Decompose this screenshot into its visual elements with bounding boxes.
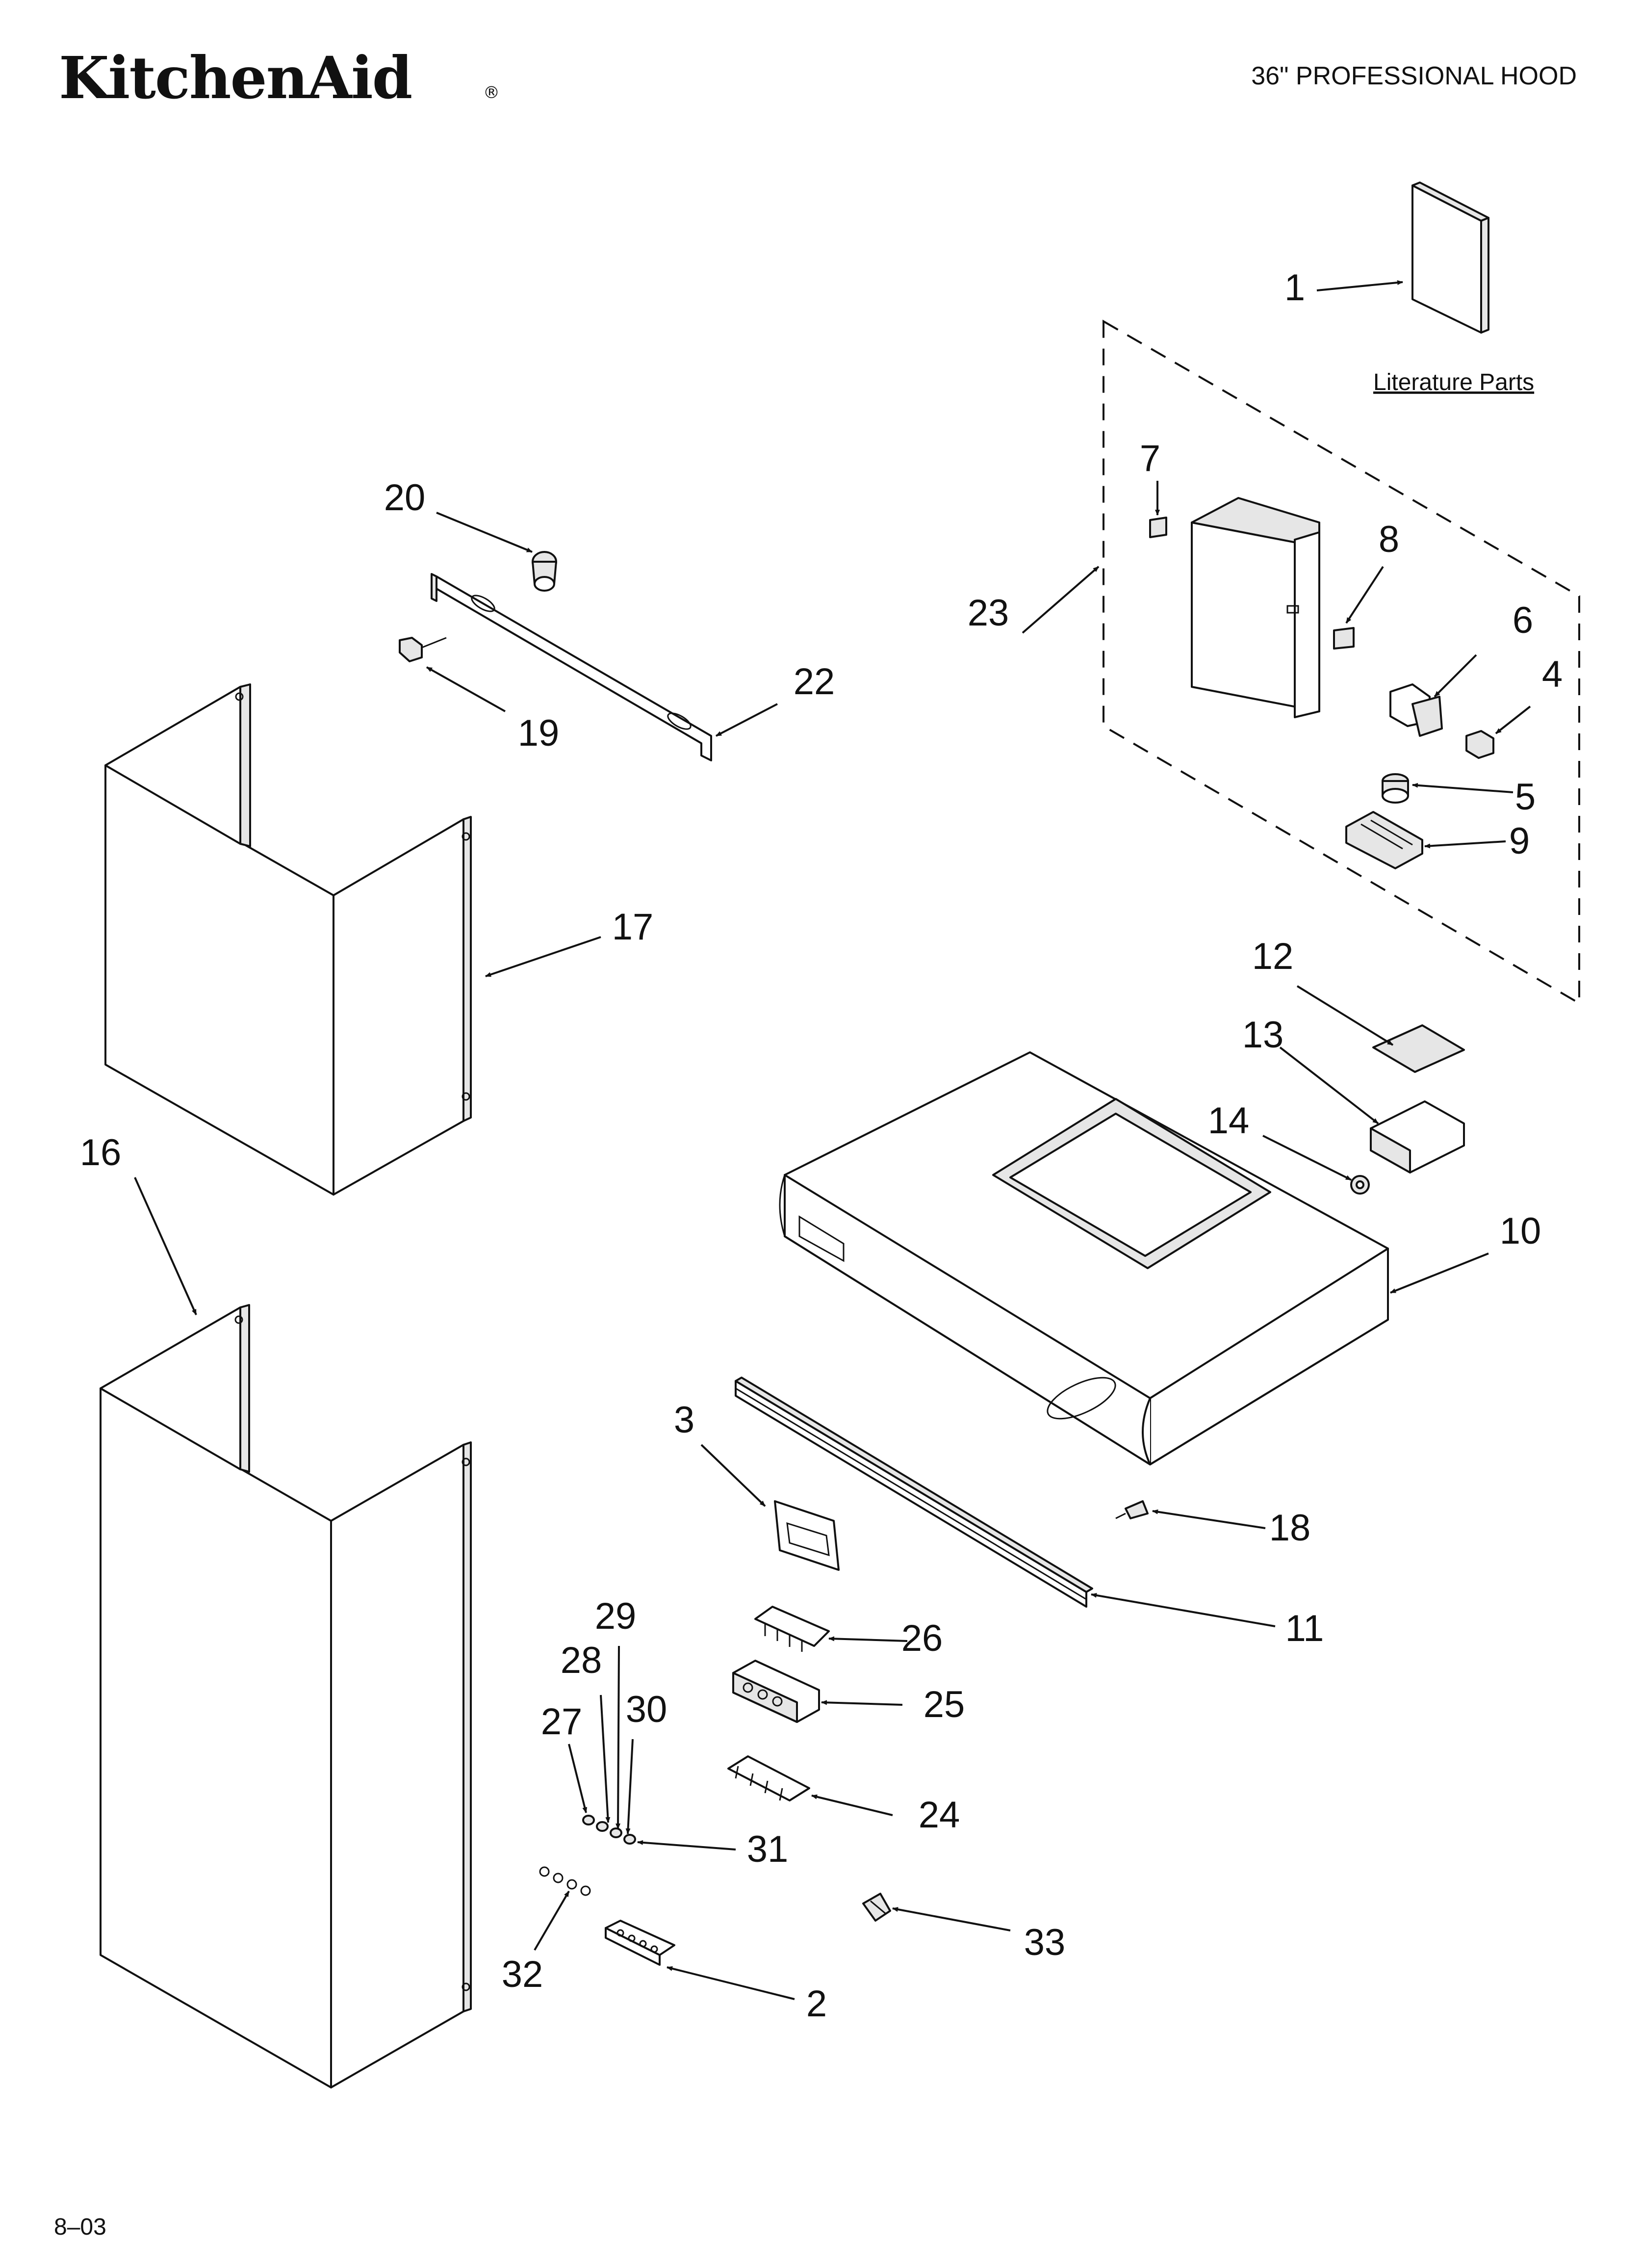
callout-11: 11 bbox=[1285, 1608, 1324, 1649]
part-kit-cover bbox=[1191, 497, 1320, 718]
part-22-bracket bbox=[431, 573, 712, 761]
part-3-bezel bbox=[774, 1500, 840, 1571]
part-16-lower-chimney bbox=[100, 1304, 472, 2088]
callout-17: 17 bbox=[612, 906, 654, 948]
page-title: 36" PROFESSIONAL HOOD bbox=[1251, 62, 1577, 90]
part-33-connector bbox=[862, 1893, 891, 1922]
part-24-bracket bbox=[727, 1755, 810, 1801]
part-13-box bbox=[1370, 1100, 1465, 1173]
part-14-nut bbox=[1350, 1175, 1370, 1195]
callout-23: 23 bbox=[968, 592, 1009, 634]
callout-4: 4 bbox=[1542, 653, 1563, 695]
callout-33: 33 bbox=[1024, 1922, 1066, 1963]
part-19-screw bbox=[399, 637, 447, 662]
footer-code: 8–03 bbox=[54, 2214, 106, 2240]
callout-26: 26 bbox=[901, 1617, 943, 1659]
callout-10: 10 bbox=[1500, 1210, 1541, 1252]
part-12-panel bbox=[1372, 1024, 1465, 1073]
brand-registered-mark: ® bbox=[483, 83, 500, 103]
callout-9: 9 bbox=[1509, 820, 1530, 862]
part-4-knob bbox=[1465, 730, 1494, 759]
callout-6: 6 bbox=[1513, 600, 1533, 641]
callout-12: 12 bbox=[1252, 936, 1294, 977]
callout-24: 24 bbox=[919, 1794, 960, 1836]
callout-22: 22 bbox=[794, 661, 835, 703]
callout-19: 19 bbox=[518, 712, 560, 754]
callout-13: 13 bbox=[1242, 1014, 1284, 1056]
callout-25: 25 bbox=[924, 1684, 965, 1725]
part-11-trim bbox=[735, 1377, 1093, 1608]
part-10-hood-body bbox=[779, 1051, 1389, 1465]
brand-logo: KitchenAid bbox=[59, 44, 411, 112]
parts-27-30-buttons bbox=[582, 1815, 636, 1845]
part-5-knob bbox=[1382, 773, 1409, 804]
callout-31: 31 bbox=[747, 1828, 789, 1870]
callout-3: 3 bbox=[674, 1399, 694, 1441]
part-20-spacer bbox=[532, 551, 557, 592]
callout-32: 32 bbox=[502, 1954, 543, 1995]
callout-5: 5 bbox=[1515, 776, 1536, 818]
part-17-upper-chimney bbox=[104, 683, 472, 1196]
callout-14: 14 bbox=[1208, 1100, 1250, 1142]
callout-16: 16 bbox=[80, 1132, 122, 1173]
part-18-screw bbox=[1115, 1500, 1149, 1519]
callout-30: 30 bbox=[626, 1689, 667, 1730]
callout-1: 1 bbox=[1284, 267, 1305, 309]
part-26-cover bbox=[754, 1606, 830, 1652]
part-9-grille bbox=[1345, 811, 1423, 869]
part-7-clip bbox=[1149, 517, 1167, 538]
callout-27: 27 bbox=[541, 1701, 583, 1743]
callout-8: 8 bbox=[1379, 519, 1399, 560]
callout-7: 7 bbox=[1140, 438, 1160, 479]
callout-20: 20 bbox=[384, 477, 426, 519]
callout-2: 2 bbox=[806, 1983, 827, 2025]
kit-outline bbox=[1103, 319, 1580, 1005]
callout-18: 18 bbox=[1269, 1507, 1311, 1549]
part-8-clip bbox=[1333, 627, 1355, 650]
literature-parts-label: Literature Parts bbox=[1373, 369, 1534, 395]
part-2-faceplate bbox=[605, 1920, 675, 1966]
part-6-switch bbox=[1389, 683, 1443, 737]
leader-lines bbox=[134, 280, 1531, 2000]
callout-29: 29 bbox=[595, 1595, 637, 1637]
part-32-lenses bbox=[539, 1866, 591, 1896]
part-1-literature bbox=[1411, 182, 1489, 334]
part-25-switch-block bbox=[732, 1660, 820, 1723]
callout-labels: 1 2 3 4 5 6 7 8 9 10 11 12 13 14 16 17 1… bbox=[80, 267, 1563, 2025]
callout-28: 28 bbox=[561, 1640, 602, 1681]
